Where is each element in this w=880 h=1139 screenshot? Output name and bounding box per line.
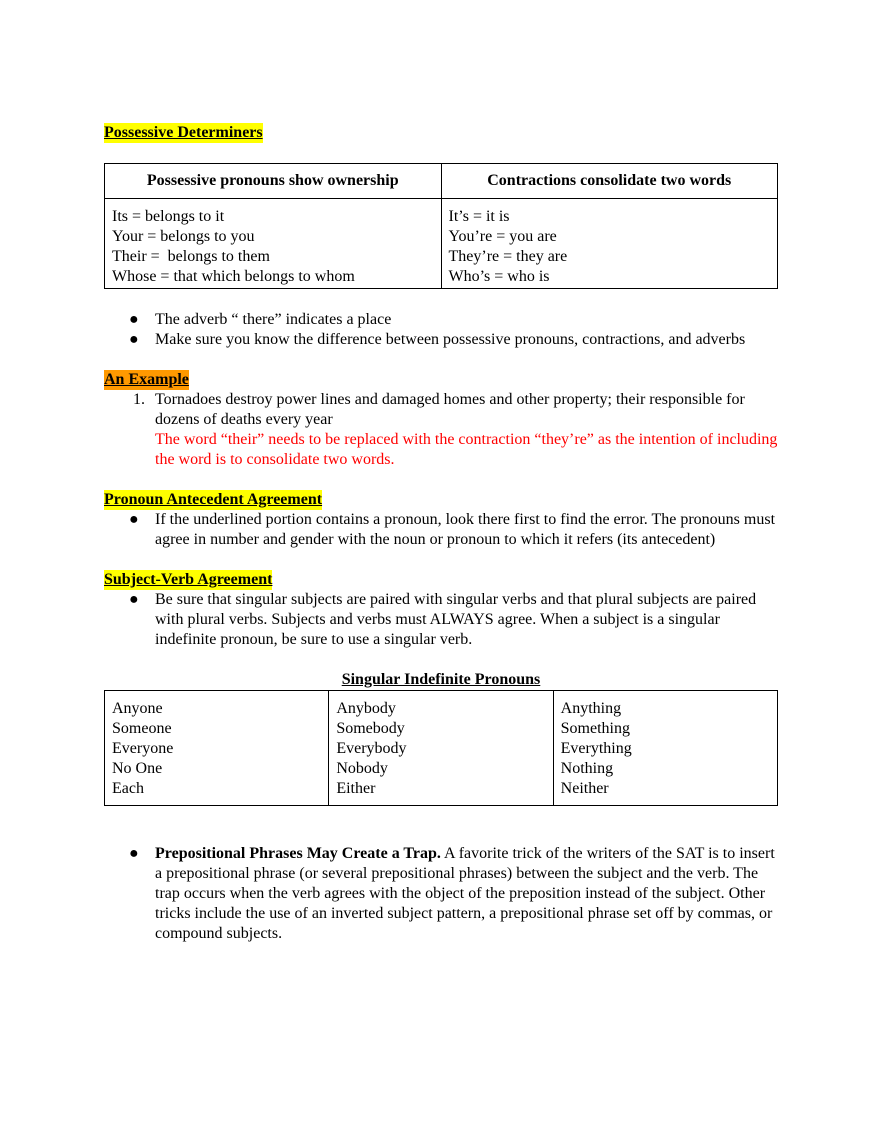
section-pronoun-antecedent: Pronoun Antecedent Agreement ● If the un… bbox=[104, 490, 778, 550]
bullet-icon: ● bbox=[129, 331, 139, 348]
bullet-icon: ● bbox=[129, 591, 139, 608]
bullet-icon: ● bbox=[129, 511, 139, 528]
table-header-possessive: Possessive pronouns show ownership bbox=[104, 163, 442, 199]
table-cell: Its = belongs to it bbox=[112, 208, 225, 225]
possessive-column: Its = belongs to it Your = belongs to yo… bbox=[104, 198, 442, 289]
table-cell: They’re = they are bbox=[448, 248, 568, 265]
list-item-text: Be sure that singular subjects are paire… bbox=[155, 591, 757, 648]
table-cell: Nothing bbox=[560, 760, 614, 777]
table-cell: Everyone bbox=[112, 740, 174, 757]
subject-verb-bullet-list: ● Be sure that singular subjects are pai… bbox=[104, 590, 778, 650]
prepositional-lead: Prepositional Phrases May Create a Trap. bbox=[155, 845, 441, 862]
table-cell: Something bbox=[560, 720, 630, 737]
heading-pronoun-antecedent-agreement: Pronoun Antecedent Agreement bbox=[104, 490, 323, 510]
table-cell: Their = belongs to them bbox=[112, 248, 270, 265]
list-item: ● Be sure that singular subjects are pai… bbox=[104, 590, 778, 650]
bullet-icon: ● bbox=[129, 311, 139, 328]
list-item: ● The adverb “ there” indicates a place bbox=[104, 310, 778, 330]
section-example: An Example 1. Tornadoes destroy power li… bbox=[104, 370, 778, 470]
pronoun-column-one: Anyone Someone Everyone No One Each bbox=[103, 690, 330, 806]
heading-subject-verb-agreement: Subject-Verb Agreement bbox=[104, 570, 273, 590]
prepositional-bullet-list: ● Prepositional Phrases May Create a Tra… bbox=[104, 844, 778, 944]
table-cell: Your = belongs to you bbox=[112, 228, 255, 245]
table-cell: It’s = it is bbox=[448, 208, 510, 225]
table-cell: Everybody bbox=[336, 740, 407, 757]
example-numbered-list: 1. Tornadoes destroy power lines and dam… bbox=[104, 390, 778, 470]
heading-an-example: An Example bbox=[104, 370, 189, 390]
indefinite-pronouns-table: Anyone Someone Everyone No One Each Anyb… bbox=[103, 690, 779, 806]
possessive-bullet-list: ● The adverb “ there” indicates a place … bbox=[104, 310, 778, 350]
table-header-contractions: Contractions consolidate two words bbox=[440, 163, 778, 199]
table-cell: You’re = you are bbox=[448, 228, 557, 245]
bullet-icon: ● bbox=[129, 845, 139, 862]
table-cell: No One bbox=[112, 760, 163, 777]
heading-possessive-determiners: Possessive Determiners bbox=[104, 123, 263, 143]
contractions-column: It’s = it is You’re = you are They’re = … bbox=[440, 198, 778, 289]
table-cell: Anyone bbox=[112, 700, 163, 717]
antecedent-bullet-list: ● If the underlined portion contains a p… bbox=[104, 510, 778, 550]
table-cell: Nobody bbox=[336, 760, 388, 777]
table-cell: Each bbox=[112, 780, 144, 797]
table-cell: Anybody bbox=[336, 700, 396, 717]
example-correction-note: The word “their” needs to be replaced wi… bbox=[155, 431, 778, 468]
prepositional-text: A favorite trick of the writers of the S… bbox=[155, 845, 775, 942]
list-item: ● Make sure you know the difference betw… bbox=[104, 330, 778, 350]
pronoun-column-thing: Anything Something Everything Nothing Ne… bbox=[552, 690, 779, 806]
document-page: Possessive Determiners Possessive pronou… bbox=[103, 123, 779, 944]
table-cell: Someone bbox=[112, 720, 172, 737]
pronoun-column-body: Anybody Somebody Everybody Nobody Either bbox=[328, 690, 554, 806]
list-item-text: The adverb “ there” indicates a place bbox=[155, 311, 392, 328]
table-cell: Neither bbox=[560, 780, 609, 797]
section-possessive-determiners: Possessive Determiners Possessive pronou… bbox=[104, 123, 778, 350]
table-cell: Whose = that which belongs to whom bbox=[112, 268, 355, 285]
list-item: ● If the underlined portion contains a p… bbox=[104, 510, 778, 550]
list-item: 1. Tornadoes destroy power lines and dam… bbox=[104, 390, 778, 470]
section-subject-verb: Subject-Verb Agreement ● Be sure that si… bbox=[103, 570, 779, 806]
list-number: 1. bbox=[133, 391, 145, 408]
list-item: ● Prepositional Phrases May Create a Tra… bbox=[104, 844, 778, 944]
example-sentence: Tornadoes destroy power lines and damage… bbox=[155, 391, 745, 428]
table-cell: Anything bbox=[560, 700, 622, 717]
possessive-vs-contractions-table: Possessive pronouns show ownership Contr… bbox=[104, 163, 778, 289]
table-cell: Everything bbox=[560, 740, 632, 757]
list-item-text: If the underlined portion contains a pro… bbox=[155, 511, 776, 548]
table-cell: Who’s = who is bbox=[448, 268, 550, 285]
table-cell: Somebody bbox=[336, 720, 405, 737]
indefinite-pronouns-caption: Singular Indefinite Pronouns bbox=[341, 671, 541, 688]
list-item-text: Make sure you know the difference betwee… bbox=[155, 331, 746, 348]
table-cell: Either bbox=[336, 780, 376, 797]
